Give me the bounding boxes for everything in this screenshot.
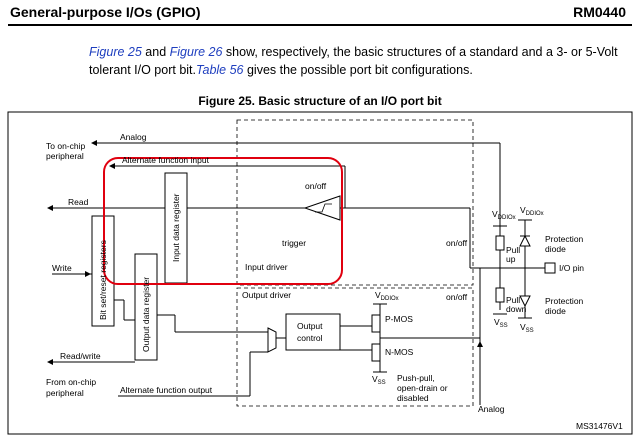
from-onchip-label-2: peripheral [46, 388, 84, 398]
readwrite-label: Read/write [60, 351, 101, 361]
onoff-label-1: on/off [305, 181, 327, 191]
odr-label: Output data register [141, 277, 151, 352]
figure-26-link[interactable]: Figure 26 [169, 45, 223, 59]
section-title: General-purpose I/Os (GPIO) [10, 4, 201, 20]
from-onchip-label-1: From on-chip [46, 377, 96, 387]
p-mos-transistor [371, 314, 381, 333]
document-id: RM0440 [573, 4, 626, 20]
to-onchip-label-2: peripheral [46, 151, 84, 161]
vddiox-label-2: VDDIOx [520, 205, 544, 217]
input-driver-box [236, 119, 474, 286]
pull-down-resistor [495, 287, 505, 303]
header-rule [8, 24, 632, 26]
pull-up-label-2: up [506, 254, 516, 264]
bsrr-label: Bit set/reset registers [98, 240, 108, 320]
nmos-label: N-MOS [385, 347, 414, 357]
vss-label-1: VSS [494, 317, 508, 329]
output-data-register [134, 253, 158, 361]
to-onchip-label-1: To on-chip [46, 141, 85, 151]
pull-down-label-2: down [506, 304, 527, 314]
highlight-box [103, 157, 343, 285]
onoff-label-2: on/off [446, 238, 468, 248]
vss-label-3: VSS [372, 374, 386, 386]
figure-ref-id: MS31476V1 [576, 421, 623, 431]
table-56-link[interactable]: Table 56 [196, 63, 244, 77]
protection-diode-top [519, 234, 531, 247]
analog-top-label: Analog [120, 132, 147, 142]
pull-down-label-1: Pull [506, 295, 520, 305]
pushpull-label-1: Push-pull, [397, 373, 435, 383]
io-pin-symbol [544, 262, 556, 274]
pmos-label: P-MOS [385, 314, 413, 324]
vddiox-label-1: VDDIOx [492, 209, 516, 221]
para-text-1: and [141, 45, 170, 59]
read-label: Read [68, 197, 89, 207]
protection-diode-label-1a: Protection [545, 234, 584, 244]
analog-bottom-label: Analog [478, 404, 505, 414]
protection-diode-label-2b: diode [545, 306, 566, 316]
pushpull-label-3: disabled [397, 393, 429, 403]
output-control-label-1: Output [297, 321, 323, 331]
output-mux [267, 327, 277, 353]
output-driver-box [236, 287, 474, 407]
io-pin-label: I/O pin [559, 263, 584, 273]
write-label: Write [52, 263, 72, 273]
figure-caption: Figure 25. Basic structure of an I/O por… [198, 94, 442, 108]
trigger-label: trigger [282, 238, 306, 248]
output-driver-label: Output driver [242, 290, 291, 300]
onoff-label-3: on/off [446, 292, 468, 302]
output-control-label-2: control [297, 333, 323, 343]
protection-diode-label-1b: diode [545, 244, 566, 254]
figure-25-link[interactable]: Figure 25 [89, 45, 142, 59]
protection-diode-label-2a: Protection [545, 296, 584, 306]
alt-function-output-label: Alternate function output [120, 385, 213, 395]
vss-label-2: VSS [520, 322, 534, 334]
idr-label: Input data register [171, 193, 181, 262]
n-mos-transistor [371, 343, 381, 362]
para-text-2: show, respectively, the basic structures… [89, 45, 618, 77]
para-text-3: gives the possible port bit configuratio… [243, 63, 473, 77]
vddiox-label-3: VDDIOx [375, 290, 399, 302]
output-control-block [285, 313, 341, 351]
input-driver-label: Input driver [245, 262, 288, 272]
schmitt-trigger [303, 195, 341, 221]
intro-paragraph: Figure 25 and Figure 26 show, respective… [89, 43, 619, 79]
alt-function-input-label: Alternate function input [122, 155, 210, 165]
figure-frame [7, 111, 633, 435]
pushpull-label-2: open-drain or [397, 383, 448, 393]
pull-up-label-1: Pull [506, 245, 520, 255]
pull-up-resistor [495, 235, 505, 251]
